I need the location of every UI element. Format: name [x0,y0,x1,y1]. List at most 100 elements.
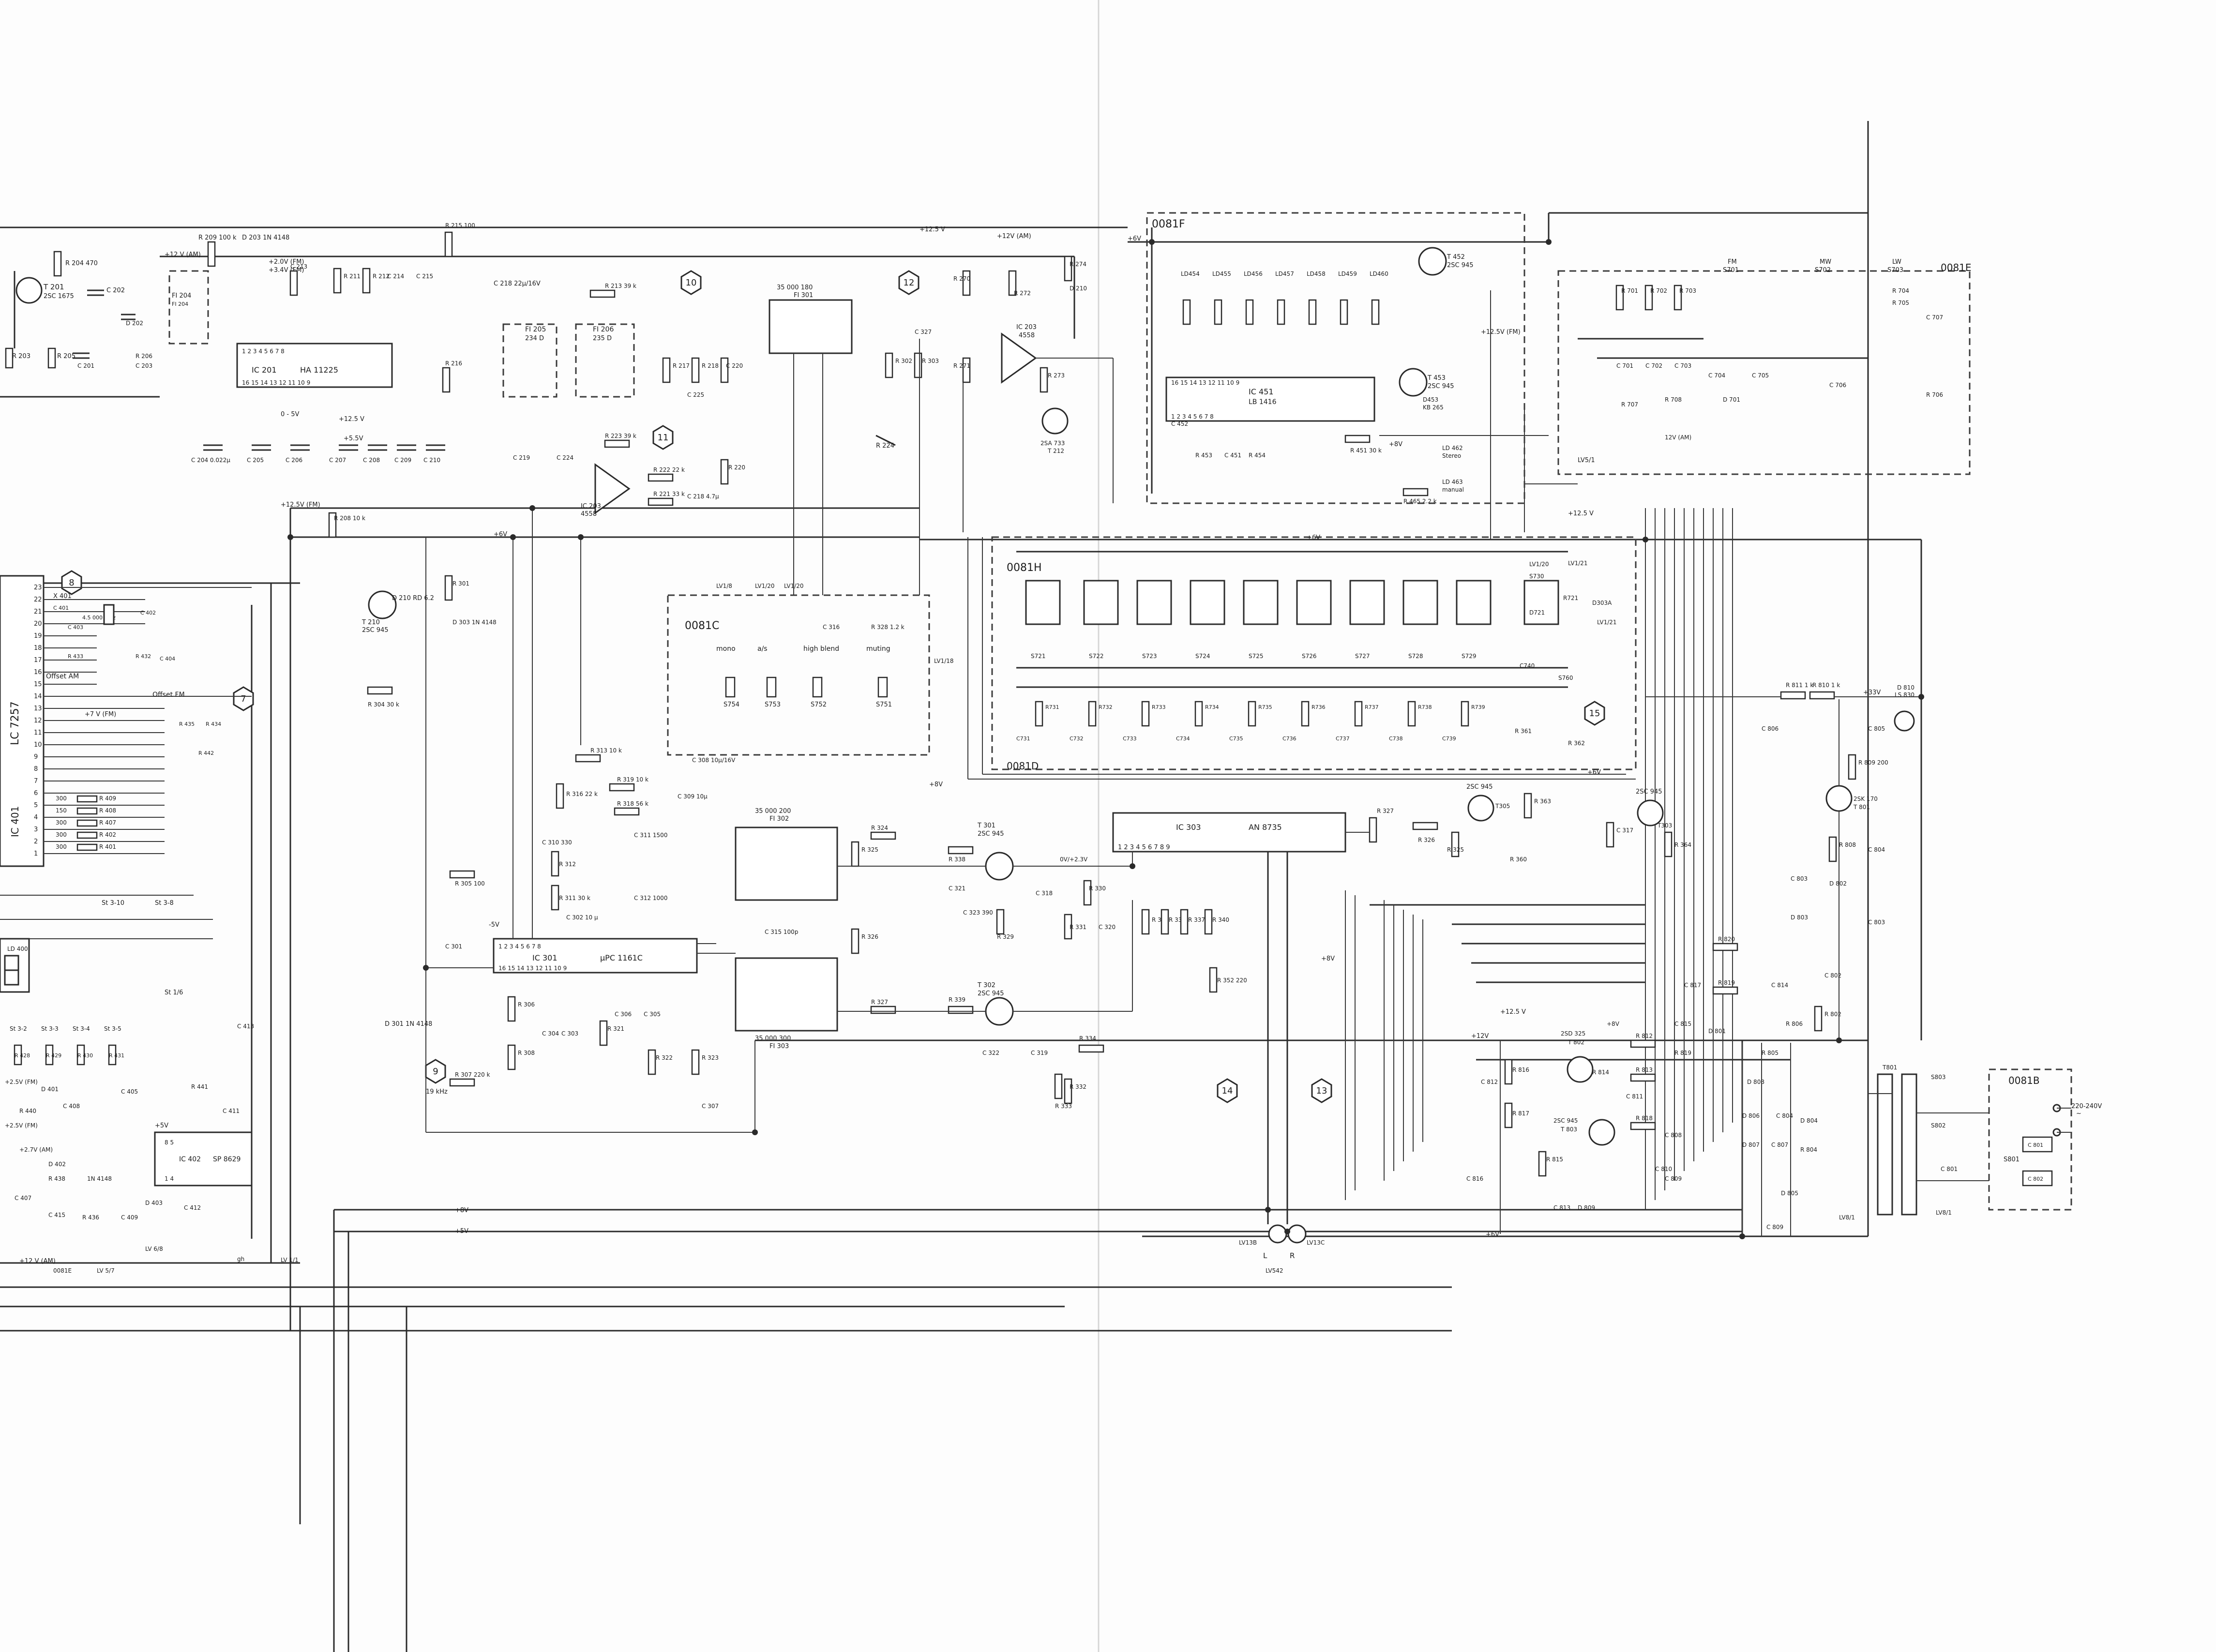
fi-204-part: FI 204 [172,301,188,307]
svg-text:T 453: T 453 [1427,375,1446,382]
svg-text:R 216: R 216 [445,360,462,367]
svg-text:+2.5V (FM): +2.5V (FM) [5,1079,38,1085]
svg-text:4558: 4558 [581,511,597,518]
svg-text:R 401: R 401 [99,843,116,850]
svg-text:C 803: C 803 [1868,919,1885,926]
rail-8v-d: +8V [1607,1021,1620,1027]
xtal-symbol [103,604,115,625]
svg-text:6: 6 [34,790,38,797]
svg-text:D 801: D 801 [1708,1028,1726,1035]
svg-text:C 813: C 813 [1553,1204,1570,1211]
svg-text:3: 3 [34,826,38,833]
svg-text:R 706: R 706 [1926,391,1943,398]
xtal-x401: X 401 [53,593,72,600]
module-0081f: 0081F LD454 LD455 LD456 LD457 LD458 LD45… [1128,212,1525,505]
svg-text:R 222 22 k: R 222 22 k [653,466,685,473]
svg-text:C 809: C 809 [1665,1175,1682,1182]
rail-neg5: -5V [489,921,499,929]
memory-rc-row: R731 R732 R733 R734 R735 R736 R737 R738 … [1016,701,1485,742]
svg-text:R738: R738 [1418,704,1432,710]
svg-text:R 209 100 k: R 209 100 k [198,234,237,241]
svg-text:R 322: R 322 [656,1054,673,1061]
svg-text:C732: C732 [1070,736,1084,742]
svg-text:2: 2 [34,838,38,845]
svg-text:18: 18 [34,645,42,652]
svg-text:S724: S724 [1195,653,1210,660]
rail-125v-a: +12.5 V [339,416,364,423]
fi-206-label: FI 206 [593,326,614,333]
svg-text:C740: C740 [1520,662,1535,669]
ic-402 [154,1131,253,1186]
svg-text:C 802: C 802 [2028,1176,2043,1182]
svg-text:R 208 10 k: R 208 10 k [334,515,365,522]
band-fm-label: FM [1728,258,1737,266]
svg-text:C 210: C 210 [423,457,440,464]
svg-text:R 438: R 438 [48,1175,65,1182]
module-0081f-label: 0081F [1152,218,1185,230]
junction-dots [287,239,1924,1239]
svg-text:R 704: R 704 [1892,287,1909,294]
svg-text:R 321: R 321 [607,1025,624,1032]
svg-text:C 804: C 804 [1868,846,1885,853]
svg-text:R 223 39 k: R 223 39 k [605,433,636,439]
svg-text:C 213: C 213 [290,263,307,270]
ic-451 [1165,376,1375,422]
rail-8v-b: +8V [1321,955,1335,962]
svg-text:C 203: C 203 [136,362,152,369]
svg-text:R 802: R 802 [1824,1011,1841,1018]
svg-text:R 311 30 k: R 311 30 k [559,895,590,901]
svg-text:R 324: R 324 [871,825,888,831]
svg-text:C 402: C 402 [140,610,156,616]
rail-125v-b: +12.5 V [920,226,945,233]
svg-text:R 307 220 k: R 307 220 k [455,1071,490,1078]
svg-text:R 328 1.2 k: R 328 1.2 k [871,624,904,631]
svg-text:R 326: R 326 [861,933,878,940]
svg-text:R 306: R 306 [518,1001,535,1008]
svg-text:C 812: C 812 [1481,1079,1498,1085]
svg-text:R 808: R 808 [1839,841,1856,848]
rail-6v-d: +6V [1486,1231,1499,1238]
svg-text:C 225: C 225 [687,391,704,398]
switch-as-label: a/s [757,645,768,653]
svg-text:S729: S729 [1462,653,1477,660]
svg-text:R736: R736 [1312,704,1326,710]
svg-text:R 272: R 272 [1014,290,1031,297]
svg-text:R 363: R 363 [1534,798,1551,805]
svg-text:1 2 3 4 5 6: 1 2 3 4 5 6 7 8 9 [1118,844,1170,851]
svg-text:R737: R737 [1365,704,1379,710]
svg-text:SP 8629: SP 8629 [213,1156,241,1163]
svg-text:C 303: C 303 [561,1030,578,1037]
svg-text:C 803: C 803 [1791,875,1808,882]
svg-text:C 806: C 806 [1762,725,1779,732]
svg-text:2SC 945: 2SC 945 [1428,383,1454,390]
svg-text:C 308 10µ/16V: C 308 10µ/16V [692,757,736,764]
svg-text:R 303: R 303 [922,358,939,364]
svg-text:R 304 30 k: R 304 30 k [368,701,399,708]
svg-text:C 811: C 811 [1626,1093,1643,1100]
svg-text:C 816: C 816 [1466,1175,1483,1182]
svg-text:S760: S760 [1558,675,1573,681]
svg-text:R 212: R 212 [373,273,390,280]
svg-text:R 810 1 k: R 810 1 k [1812,682,1840,689]
node-13 [1311,1078,1332,1103]
svg-text:C 809: C 809 [1766,1224,1783,1231]
ic-303-label: IC 303 [1176,823,1201,832]
svg-text:R 273: R 273 [1048,372,1065,379]
svg-text:C 451: C 451 [1224,452,1241,459]
rail-5v-b: +5V [455,1228,468,1235]
svg-text:C 801: C 801 [2028,1142,2043,1148]
svg-text:2SC 945: 2SC 945 [1466,783,1493,791]
t210-stage: T 210 2SC 945 D 210 RD 6.2 R 208 10 k +1… [281,501,507,708]
svg-text:D 202: D 202 [126,320,143,327]
svg-text:R 308: R 308 [518,1050,535,1056]
svg-text:R 811 1 k: R 811 1 k [1786,682,1813,689]
rail-6v-c: +6V [1587,769,1601,776]
svg-text:T 452: T 452 [1447,254,1465,261]
svg-text:R 313 10 k: R 313 10 k [590,747,622,754]
svg-text:R 215 100: R 215 100 [445,222,475,229]
switch-st3-10: St 3-10 [102,900,124,907]
svg-text:S751: S751 [876,701,892,708]
svg-text:S725: S725 [1249,653,1264,660]
svg-text:R 224: R 224 [876,442,894,450]
